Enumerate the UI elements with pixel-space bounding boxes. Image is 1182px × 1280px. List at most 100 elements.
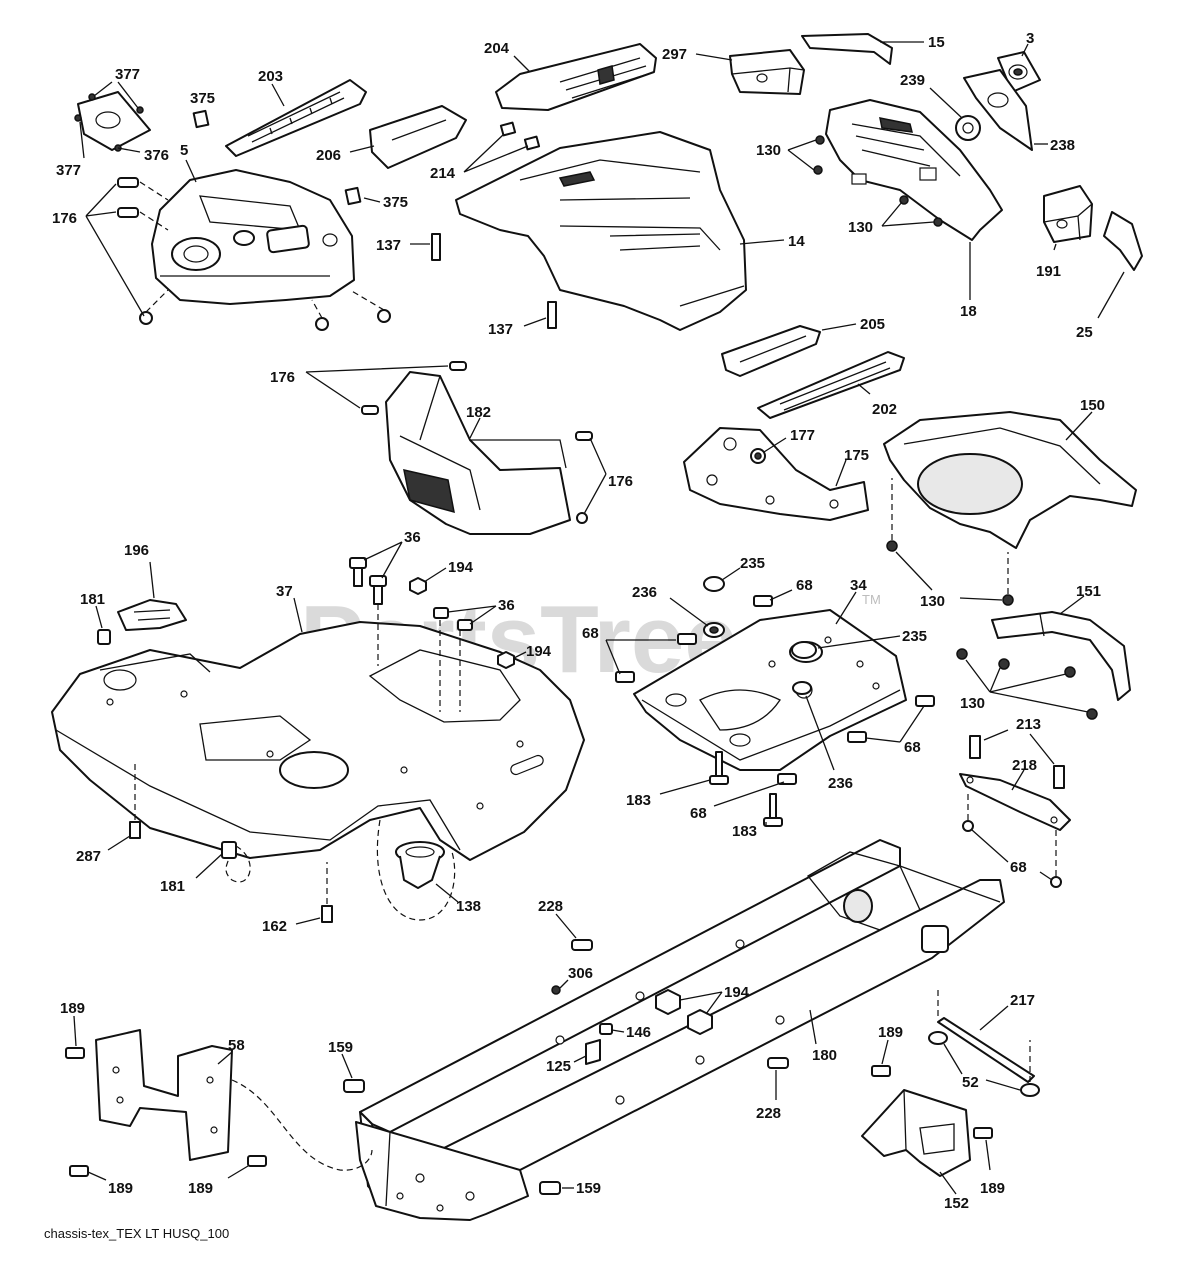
callout-189-a: 189 xyxy=(60,1000,85,1017)
callout-52: 52 xyxy=(962,1074,979,1091)
part-137-rod-b[interactable] xyxy=(547,301,557,329)
part-205-trim[interactable] xyxy=(721,325,821,377)
callout-189-d: 189 xyxy=(878,1024,903,1041)
part-235-spacer-a[interactable] xyxy=(703,576,725,592)
part-130-screws-b[interactable] xyxy=(886,540,1014,606)
part-36-bolts[interactable] xyxy=(349,557,473,631)
part-202-grille[interactable] xyxy=(757,351,905,419)
part-191-block[interactable] xyxy=(1043,185,1093,243)
part-217-rod[interactable] xyxy=(937,1017,1035,1083)
callout-130-d: 130 xyxy=(960,695,985,712)
part-176-pins-b[interactable] xyxy=(361,361,593,524)
part-130-screws-a[interactable] xyxy=(813,135,943,227)
part-306-screw[interactable] xyxy=(551,985,561,995)
part-125-tab[interactable] xyxy=(585,1039,601,1065)
callout-37: 37 xyxy=(276,583,293,600)
part-287-screw[interactable] xyxy=(129,821,141,839)
callout-175: 175 xyxy=(844,447,869,464)
part-15-strip[interactable] xyxy=(801,33,893,65)
part-196-pad[interactable] xyxy=(117,599,187,631)
part-177-nut[interactable] xyxy=(750,448,766,464)
callout-377-b: 377 xyxy=(56,162,81,179)
callout-151: 151 xyxy=(1076,583,1101,600)
part-137-rod-a[interactable] xyxy=(431,233,441,261)
callout-182: 182 xyxy=(466,404,491,421)
callout-183-b: 183 xyxy=(732,823,757,840)
part-375-clip-b[interactable] xyxy=(344,186,362,206)
part-152-guard[interactable] xyxy=(861,1089,971,1177)
callout-5: 5 xyxy=(180,142,188,159)
part-194-nuts-frame[interactable] xyxy=(655,989,713,1035)
part-146-pin[interactable] xyxy=(599,1023,613,1035)
part-214-clips[interactable] xyxy=(499,121,541,151)
part-159-bolts[interactable] xyxy=(343,1079,561,1195)
part-228-pin-b[interactable] xyxy=(767,1057,789,1069)
callout-177: 177 xyxy=(790,427,815,444)
part-183-bolts[interactable] xyxy=(709,751,783,827)
part-228-pin-a[interactable] xyxy=(571,939,593,951)
callout-181-b: 181 xyxy=(160,878,185,895)
callout-189-c: 189 xyxy=(188,1180,213,1197)
part-377-screws[interactable] xyxy=(74,93,144,152)
callout-194-b: 194 xyxy=(526,643,552,660)
callout-159-a: 159 xyxy=(328,1039,353,1056)
part-236-washer-b[interactable] xyxy=(792,681,812,695)
part-189-screws[interactable] xyxy=(65,1047,993,1177)
part-68-nuts-e[interactable] xyxy=(962,820,1062,888)
part-5-dash-panel[interactable] xyxy=(151,169,355,305)
callout-181-a: 181 xyxy=(80,591,105,608)
callout-162: 162 xyxy=(262,918,287,935)
callout-68-d: 68 xyxy=(690,805,707,822)
callout-218: 218 xyxy=(1012,757,1037,774)
part-204-grille[interactable] xyxy=(495,43,657,111)
part-206-bracket[interactable] xyxy=(369,105,467,169)
callout-68-a: 68 xyxy=(796,577,813,594)
part-239-washer[interactable] xyxy=(955,115,981,141)
part-375-clip-a[interactable] xyxy=(192,109,210,129)
callout-176-b: 176 xyxy=(270,369,295,386)
part-130-screws-c[interactable] xyxy=(956,648,1098,720)
part-181-clip-a[interactable] xyxy=(97,629,111,645)
callout-213: 213 xyxy=(1016,716,1041,733)
part-151-bracket[interactable] xyxy=(991,611,1131,701)
part-203-trim[interactable] xyxy=(225,79,367,157)
callout-36-b: 36 xyxy=(498,597,515,614)
callout-36-a: 36 xyxy=(404,529,421,546)
callout-138: 138 xyxy=(456,898,481,915)
part-52-nuts[interactable] xyxy=(928,1031,1040,1097)
callout-228-a: 228 xyxy=(538,898,563,915)
diagram-footer: chassis-tex_TEX LT HUSQ_100 xyxy=(44,1226,229,1241)
callout-130-a: 130 xyxy=(756,142,781,159)
part-175-bracket[interactable] xyxy=(683,427,869,521)
callout-239: 239 xyxy=(900,72,925,89)
part-213-bolts[interactable] xyxy=(969,735,1065,789)
part-14-hood[interactable] xyxy=(455,131,747,331)
part-162-screw[interactable] xyxy=(321,905,333,923)
part-25-clip[interactable] xyxy=(1103,211,1143,271)
callout-236-b: 236 xyxy=(828,775,853,792)
part-194-nuts[interactable] xyxy=(409,577,515,669)
callout-236-a: 236 xyxy=(632,584,657,601)
part-235-spacer-b[interactable] xyxy=(791,641,817,659)
callout-68-c: 68 xyxy=(904,739,921,756)
part-18-housing[interactable] xyxy=(825,99,1003,241)
part-297-block[interactable] xyxy=(729,49,805,95)
callout-203: 203 xyxy=(258,68,283,85)
part-138-boot[interactable] xyxy=(395,841,445,889)
part-150-fender[interactable] xyxy=(883,411,1137,549)
callout-194-c: 194 xyxy=(724,984,750,1001)
callout-196: 196 xyxy=(124,542,149,559)
callout-146: 146 xyxy=(626,1024,651,1041)
part-181-clip-b[interactable] xyxy=(221,841,237,859)
part-180-frame[interactable] xyxy=(355,839,1005,1221)
part-68-bolts[interactable] xyxy=(615,595,935,785)
callout-205: 205 xyxy=(860,316,885,333)
callout-137-a: 137 xyxy=(376,237,401,254)
part-238-panel[interactable] xyxy=(963,69,1033,151)
part-182-front-cover[interactable] xyxy=(385,371,571,535)
part-376-bracket[interactable] xyxy=(77,91,151,151)
part-218-bracket[interactable] xyxy=(959,773,1071,831)
part-236-washer-a[interactable] xyxy=(703,622,725,638)
part-58-bracket[interactable] xyxy=(95,1029,233,1161)
